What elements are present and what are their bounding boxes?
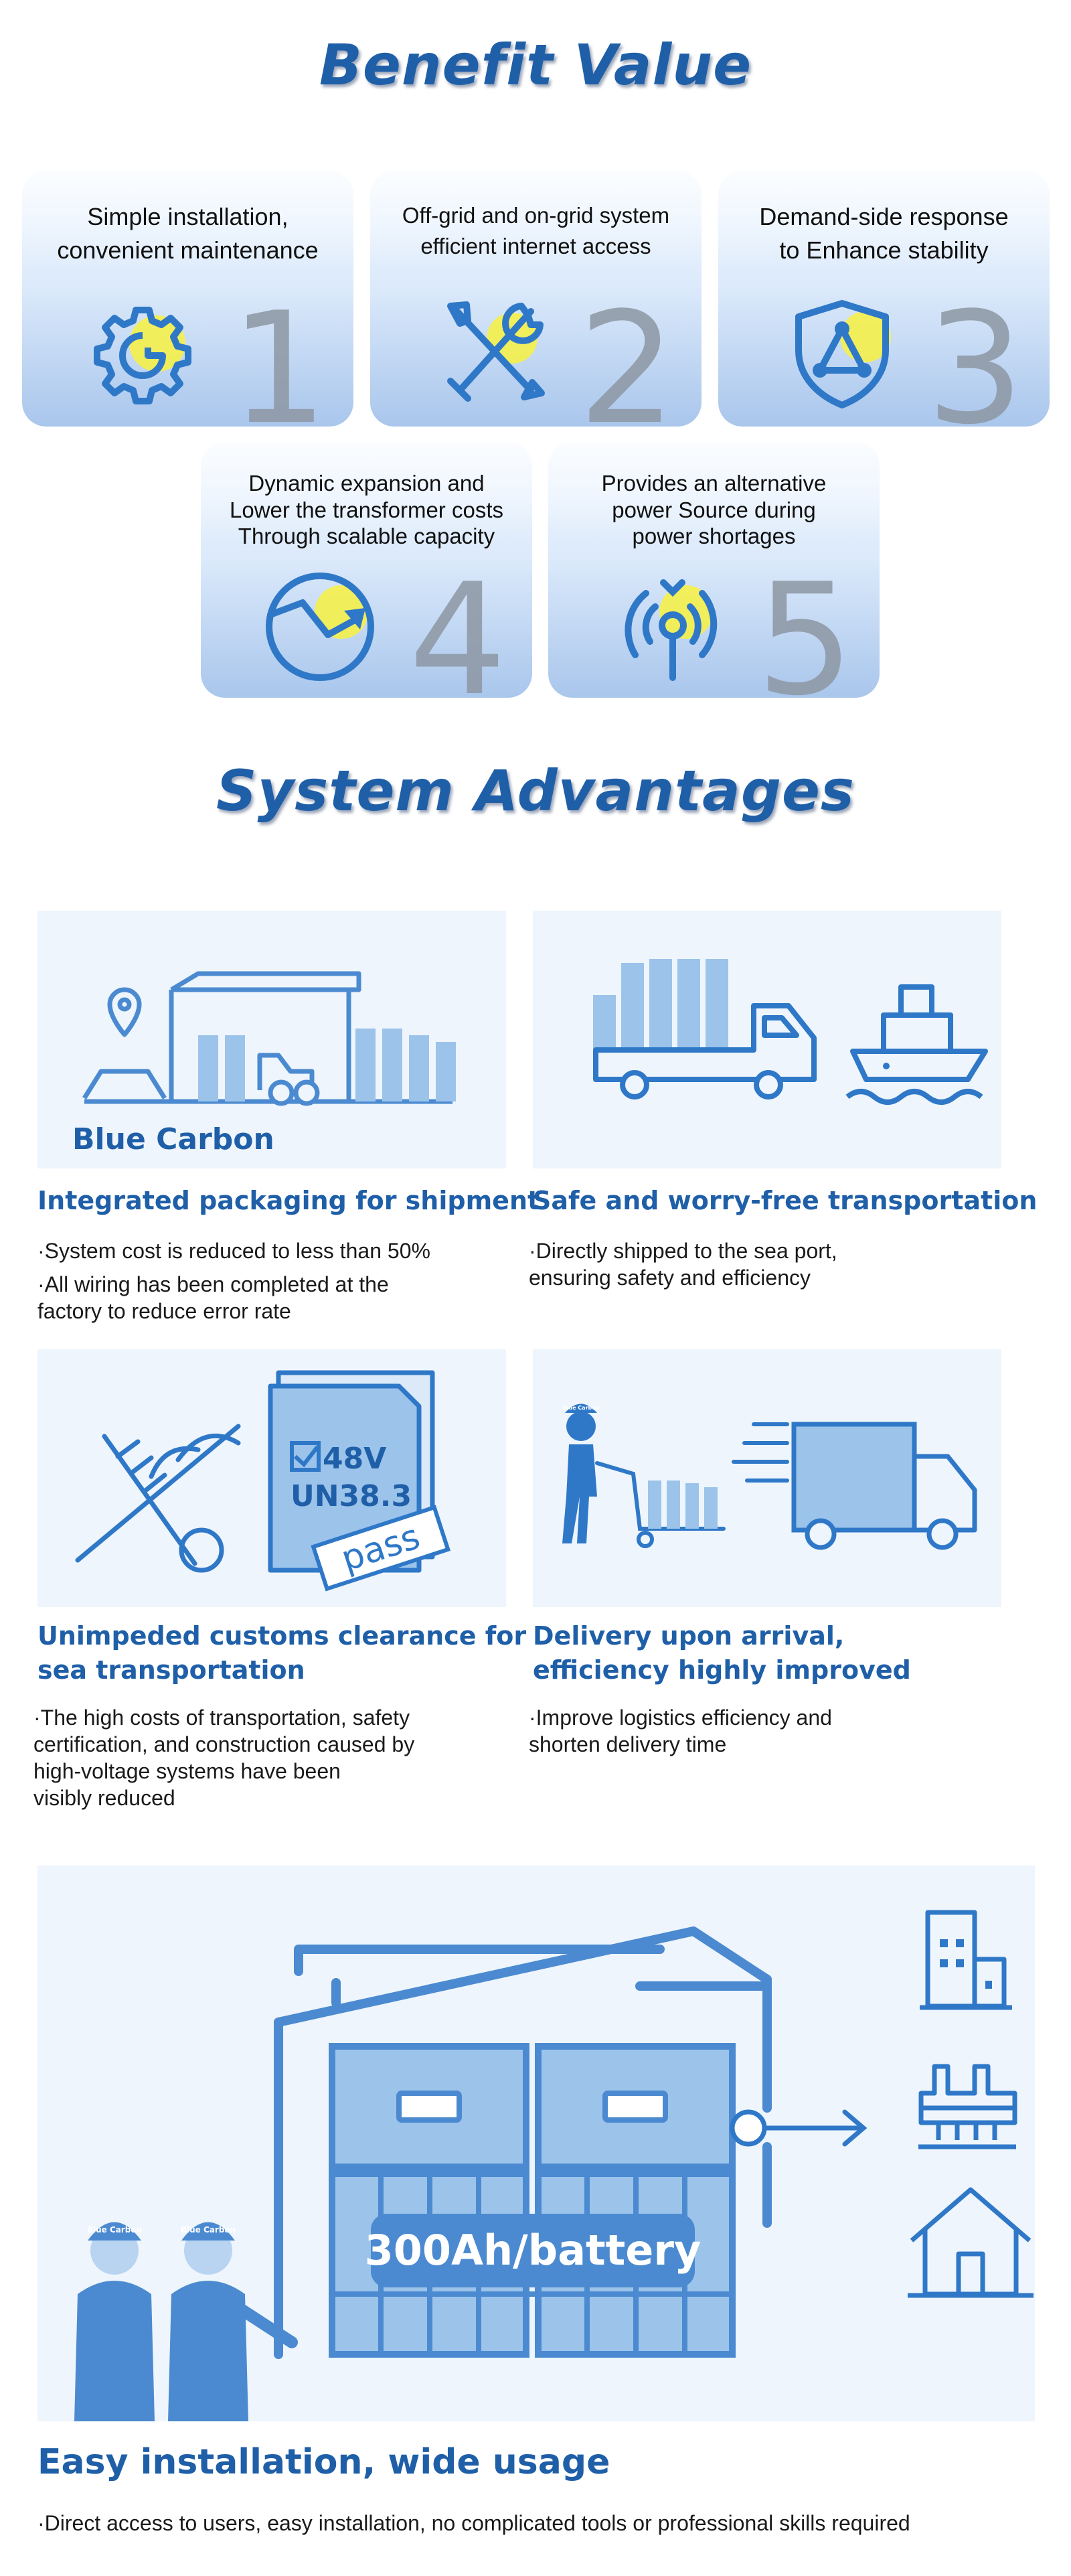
- factory-icon: [918, 2064, 1017, 2149]
- benefit-value-title: Benefit Value: [319, 32, 752, 98]
- customs-document-illustration: 48V UN38.3 pass: [75, 1370, 451, 1592]
- gear-icon: [94, 307, 191, 404]
- system-advantages-title: System Advantages: [216, 758, 855, 824]
- worker-badge: Blue Carbon: [563, 1405, 600, 1411]
- advantage-4-body: ·Improve logistics efficiency and shorte…: [529, 1706, 832, 1756]
- advantage-1-heading: Integrated packaging for shipment: [37, 1186, 540, 1215]
- house-icon: [908, 2187, 1034, 2298]
- advantage-1-body: ·System cost is reduced to less than 50%…: [37, 1239, 430, 1323]
- advantage-2-heading: Safe and worry-free transportation: [533, 1186, 1038, 1215]
- delivery-illustration: Blue Carbon: [562, 1404, 977, 1550]
- signal-icon: [625, 579, 718, 681]
- battery-label: 300Ah/battery: [365, 2226, 702, 2275]
- warehouse-truck-illustration: Blue Carbon: [72, 971, 456, 1156]
- card-number: 3: [926, 280, 1024, 427]
- trend-down-icon: [266, 573, 374, 681]
- battery-house-illustration: 300Ah/battery: [74, 1910, 1034, 2421]
- advantage-2-image: [533, 911, 1001, 1168]
- shield-network-icon: [795, 300, 891, 408]
- brand-logo-text: Blue Carbon: [72, 1122, 274, 1156]
- advantage-4-heading: Delivery upon arrival,efficiency highly …: [533, 1621, 911, 1685]
- card-number: 2: [578, 280, 676, 427]
- tools-icon: [447, 301, 545, 402]
- doc-text-cert: UN38.3: [291, 1479, 412, 1513]
- card-number: 4: [408, 551, 507, 698]
- truck-ship-illustration: [593, 959, 988, 1105]
- workers-icon: [74, 2222, 248, 2421]
- worker-badge: Blue Carbon: [87, 2225, 142, 2234]
- benefit-card-1: 1 Simple installation,convenient mainten…: [22, 171, 353, 427]
- advantage-3-body: ·The high costs of transportation, safet…: [33, 1706, 415, 1810]
- advantage-1-image: Blue Carbon: [37, 911, 506, 1168]
- usage-illustration-panel: 300Ah/battery: [37, 1866, 1035, 2421]
- card-number: 1: [230, 280, 328, 427]
- worker-badge: Blue Carbon: [181, 2225, 236, 2234]
- advantage-2-body: ·Directly shipped to the sea port, ensur…: [529, 1239, 837, 1290]
- doc-text-voltage: 48V: [323, 1442, 386, 1476]
- advantage-3-image: 48V UN38.3 pass: [37, 1349, 506, 1607]
- building-icon: [920, 1910, 1012, 2010]
- usage-body: ·Direct access to users, easy installati…: [37, 2511, 910, 2535]
- advantage-4-image: Blue Carbon: [533, 1349, 1001, 1607]
- card-text: Simple installation,convenient maintenan…: [57, 203, 319, 264]
- usage-heading: Easy installation, wide usage: [37, 2442, 610, 2482]
- card-number: 5: [756, 551, 854, 698]
- checkbox-icon: [290, 1441, 321, 1472]
